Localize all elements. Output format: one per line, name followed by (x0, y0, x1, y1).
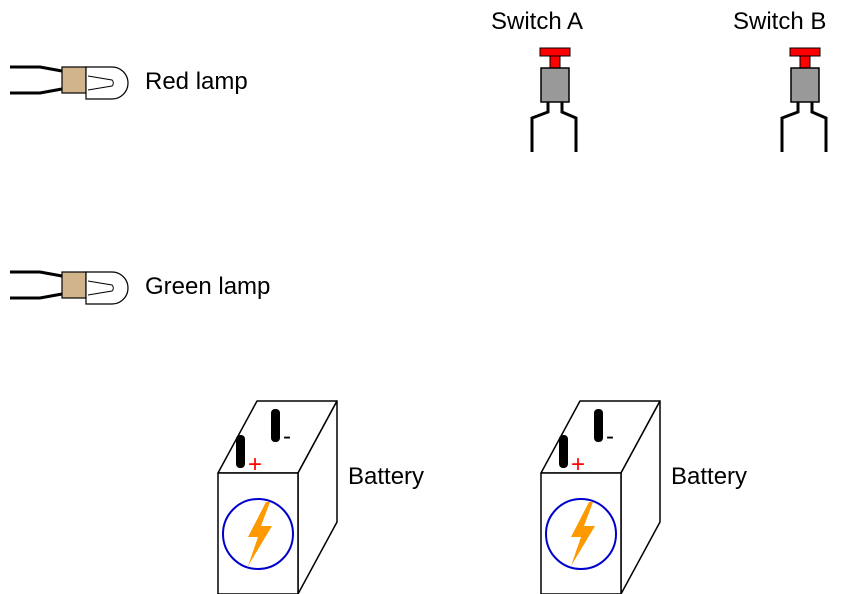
battery-2-label: Battery (671, 463, 747, 490)
switch-a-button (539, 47, 571, 57)
battery-1[interactable]: + - Battery (217, 400, 424, 594)
battery-1-circle (222, 498, 294, 570)
battery-1-minus-sign: - (283, 423, 291, 450)
switch-b-label: Switch B (733, 8, 826, 35)
green-lamp-label: Green lamp (145, 273, 270, 300)
switch-a-terminals (530, 102, 578, 152)
red-lamp[interactable]: Red lamp (10, 65, 248, 100)
battery-2-circle (545, 498, 617, 570)
switch-b-terminals (780, 102, 828, 152)
battery-2-plus-sign: + (571, 451, 585, 478)
green-lamp-bulb (85, 271, 129, 305)
green-lamp-filament (87, 280, 114, 296)
battery-2-minus-sign: - (606, 423, 614, 450)
green-lamp[interactable]: Green lamp (10, 270, 270, 305)
switch-b[interactable]: Switch B (733, 8, 828, 152)
switch-b-button (789, 47, 821, 57)
switch-a-stem (549, 55, 561, 69)
battery-2-lightning-icon (571, 502, 595, 566)
green-lamp-leads (10, 270, 63, 300)
red-lamp-base (61, 66, 87, 94)
switch-a[interactable]: Switch A (491, 8, 583, 152)
battery-1-negative-terminal (271, 409, 280, 442)
battery-1-lightning-icon (248, 502, 272, 566)
battery-2-positive-terminal (559, 435, 568, 468)
red-lamp-filament (87, 75, 114, 91)
switch-b-body (790, 67, 820, 103)
red-lamp-label: Red lamp (145, 68, 248, 95)
battery-2[interactable]: + - Battery (540, 400, 747, 594)
red-lamp-leads (10, 65, 63, 95)
battery-1-positive-terminal (236, 435, 245, 468)
battery-1-label: Battery (348, 463, 424, 490)
switch-a-body (540, 67, 570, 103)
red-lamp-bulb (85, 66, 129, 100)
battery-2-negative-terminal (594, 409, 603, 442)
switch-b-stem (799, 55, 811, 69)
battery-1-plus-sign: + (248, 451, 262, 478)
switch-a-label: Switch A (491, 8, 583, 35)
green-lamp-base (61, 271, 87, 299)
